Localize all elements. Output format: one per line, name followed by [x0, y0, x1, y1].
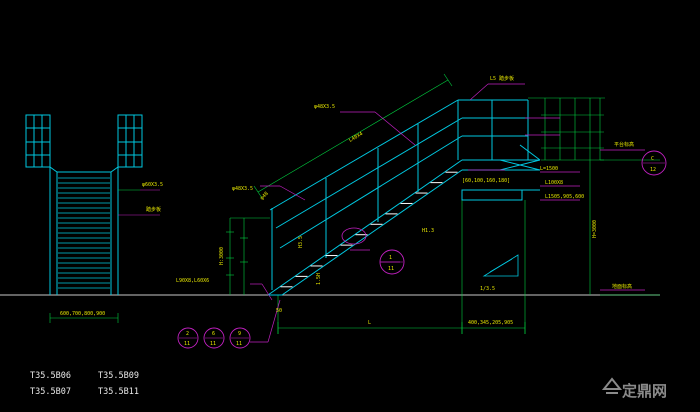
watermark-logo-icon	[601, 377, 623, 394]
landing-note: L=1500	[540, 166, 558, 172]
stair-len: L	[368, 320, 371, 326]
front-mid-note: 踏步板	[146, 206, 161, 213]
svg-text:9: 9	[238, 331, 241, 337]
front-view-annotations: φ60X3.5 踏步板 600,700,800,900	[49, 182, 163, 323]
bottom-dim: 400,345,205,905	[468, 320, 513, 326]
small-b: 1.5H	[316, 273, 322, 285]
tri-label: 1/3.5	[480, 286, 495, 292]
front-width-dim: 600,700,800,900	[60, 311, 105, 317]
code-r2-c2: T35.5B11	[98, 387, 139, 397]
code-r1-c1: T35.5B06	[30, 371, 71, 381]
side-elevation-stair	[267, 99, 541, 296]
diag-len: L40X4	[348, 131, 364, 144]
slope-triangle	[482, 254, 519, 277]
svg-text:11: 11	[236, 341, 242, 347]
h-dim: H:3000	[219, 247, 225, 265]
section-label-b: C 12	[641, 150, 667, 176]
beam-label: [60,100,160,180]	[462, 178, 510, 184]
svg-text:11: 11	[388, 266, 394, 272]
svg-text:2: 2	[186, 331, 189, 337]
bracket-b: L1505,905,600	[545, 194, 584, 200]
front-view-treads	[58, 177, 110, 289]
side-dimension-lines	[226, 73, 660, 334]
watermark: 定鼎网	[601, 377, 667, 400]
svg-text:C: C	[651, 156, 654, 162]
rail-top-note: φ48X3.5	[314, 104, 335, 110]
pipe-note: φ48	[259, 191, 270, 202]
bracket-a: L100X8	[545, 180, 563, 186]
small-a: 50	[276, 308, 282, 314]
slope-note: H1.3	[422, 228, 434, 234]
code-table: T35.5B06 T35.5B09 T35.5B07 T35.5B11	[30, 371, 139, 397]
svg-text:1: 1	[389, 255, 392, 261]
code-r1-c2: T35.5B09	[98, 371, 139, 381]
rail-mid-note: φ48X3.5	[232, 186, 253, 192]
leader-lines	[250, 83, 645, 343]
platform-note: 平台标高	[614, 141, 634, 148]
watermark-text: 定鼎网	[622, 382, 667, 400]
section-label-a: 1 11	[379, 249, 405, 275]
detail-bubble-2: 6 11	[203, 327, 225, 349]
svg-text:12: 12	[650, 167, 656, 173]
step-note: H3.5	[298, 236, 304, 248]
top-note: L5 踏步板	[490, 75, 514, 82]
front-view-stair	[25, 114, 143, 295]
detail-bubble-3: 9 11	[229, 327, 251, 349]
detail-bubble-1: 2 11	[177, 327, 199, 349]
angle-note: L90X8,L60X6	[176, 278, 209, 284]
ground-note: 地面标高	[612, 283, 632, 290]
svg-text:6: 6	[212, 331, 215, 337]
side-annotations: φ48X3.5 φ48X3.5 L5 踏步板 L40X4 L [60,100,1…	[176, 75, 634, 326]
section-marker-ellipse	[341, 227, 367, 245]
svg-text:11: 11	[210, 341, 216, 347]
side-dim: H=3000	[592, 220, 598, 238]
side-elevation-treads	[280, 171, 458, 288]
svg-text:11: 11	[184, 341, 190, 347]
front-top-note: φ60X3.5	[142, 182, 163, 188]
code-r2-c1: T35.5B07	[30, 387, 71, 397]
